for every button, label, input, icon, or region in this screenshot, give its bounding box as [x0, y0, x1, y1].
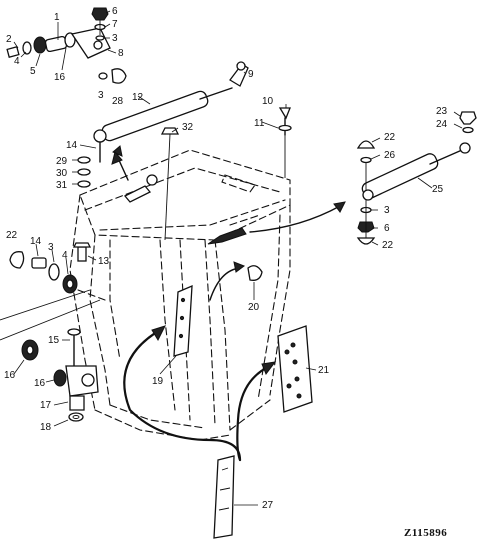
callout-26: 26	[384, 150, 396, 161]
callout-25: 25	[432, 184, 444, 195]
callout-15: 15	[48, 335, 60, 346]
callout-16: 16	[54, 72, 66, 83]
callout-19: 19	[152, 376, 164, 387]
callout-13: 13	[98, 256, 110, 267]
callout-3: 3	[98, 90, 104, 101]
gas-strut-12	[93, 61, 249, 163]
callout-4: 4	[62, 250, 68, 261]
dash-leaders-left	[0, 289, 106, 341]
callout-21: 21	[318, 365, 330, 376]
lower-hinge-assembly	[21, 328, 99, 422]
callout-27: 27	[262, 500, 274, 511]
left-lower-hinge-parts	[9, 242, 92, 294]
callout-2: 2	[6, 34, 12, 45]
arrow-to-strut-12	[111, 150, 129, 181]
callout-10: 10	[262, 96, 274, 107]
callout-18: 18	[40, 422, 52, 433]
callout-5: 5	[30, 66, 36, 77]
callout-22: 22	[384, 132, 396, 143]
callout-28: 28	[112, 96, 124, 107]
callout-24: 24	[436, 119, 448, 130]
callout-14: 14	[66, 140, 78, 151]
callout-31: 31	[56, 180, 68, 191]
fasteners-top-middle	[160, 107, 292, 241]
callout-3: 3	[384, 205, 390, 216]
figure-id: Z115896	[404, 527, 447, 539]
callout-20: 20	[248, 302, 260, 313]
callout-23: 23	[436, 106, 448, 117]
callout-7: 7	[112, 19, 118, 30]
callout-leaders	[13, 10, 463, 506]
callout-3: 3	[48, 242, 54, 253]
callout-14: 14	[30, 236, 42, 247]
callout-3: 3	[112, 33, 118, 44]
callout-32: 32	[182, 122, 194, 133]
seal-strip-19	[173, 284, 193, 357]
callout-12: 12	[132, 92, 144, 103]
gas-strut-25	[356, 111, 477, 245]
callout-6: 6	[112, 6, 118, 17]
callout-6: 6	[384, 223, 390, 234]
callout-22: 22	[6, 230, 18, 241]
callout-4: 4	[14, 56, 20, 67]
callout-16: 16	[34, 378, 46, 389]
callout-11: 11	[254, 118, 265, 129]
callout-1: 1	[54, 12, 60, 23]
cap-20	[209, 261, 263, 301]
upper-hinge-assembly	[6, 7, 127, 84]
callout-labels: 1 2 4 5 16 6 7 3 8 9 3 28 12 10 11 32 14…	[4, 6, 448, 511]
callout-29: 29	[56, 156, 68, 167]
callout-16: 16	[4, 370, 16, 381]
washer-stack-left	[77, 145, 158, 203]
callout-17: 17	[40, 400, 52, 411]
foam-strip-27	[213, 455, 235, 539]
arrow-to-strut-25	[207, 201, 346, 245]
plate-21	[277, 325, 313, 413]
callout-8: 8	[118, 48, 124, 59]
callout-30: 30	[56, 168, 68, 179]
callout-9: 9	[248, 69, 254, 80]
callout-22: 22	[382, 240, 394, 251]
swoop-leaders	[123, 325, 277, 462]
